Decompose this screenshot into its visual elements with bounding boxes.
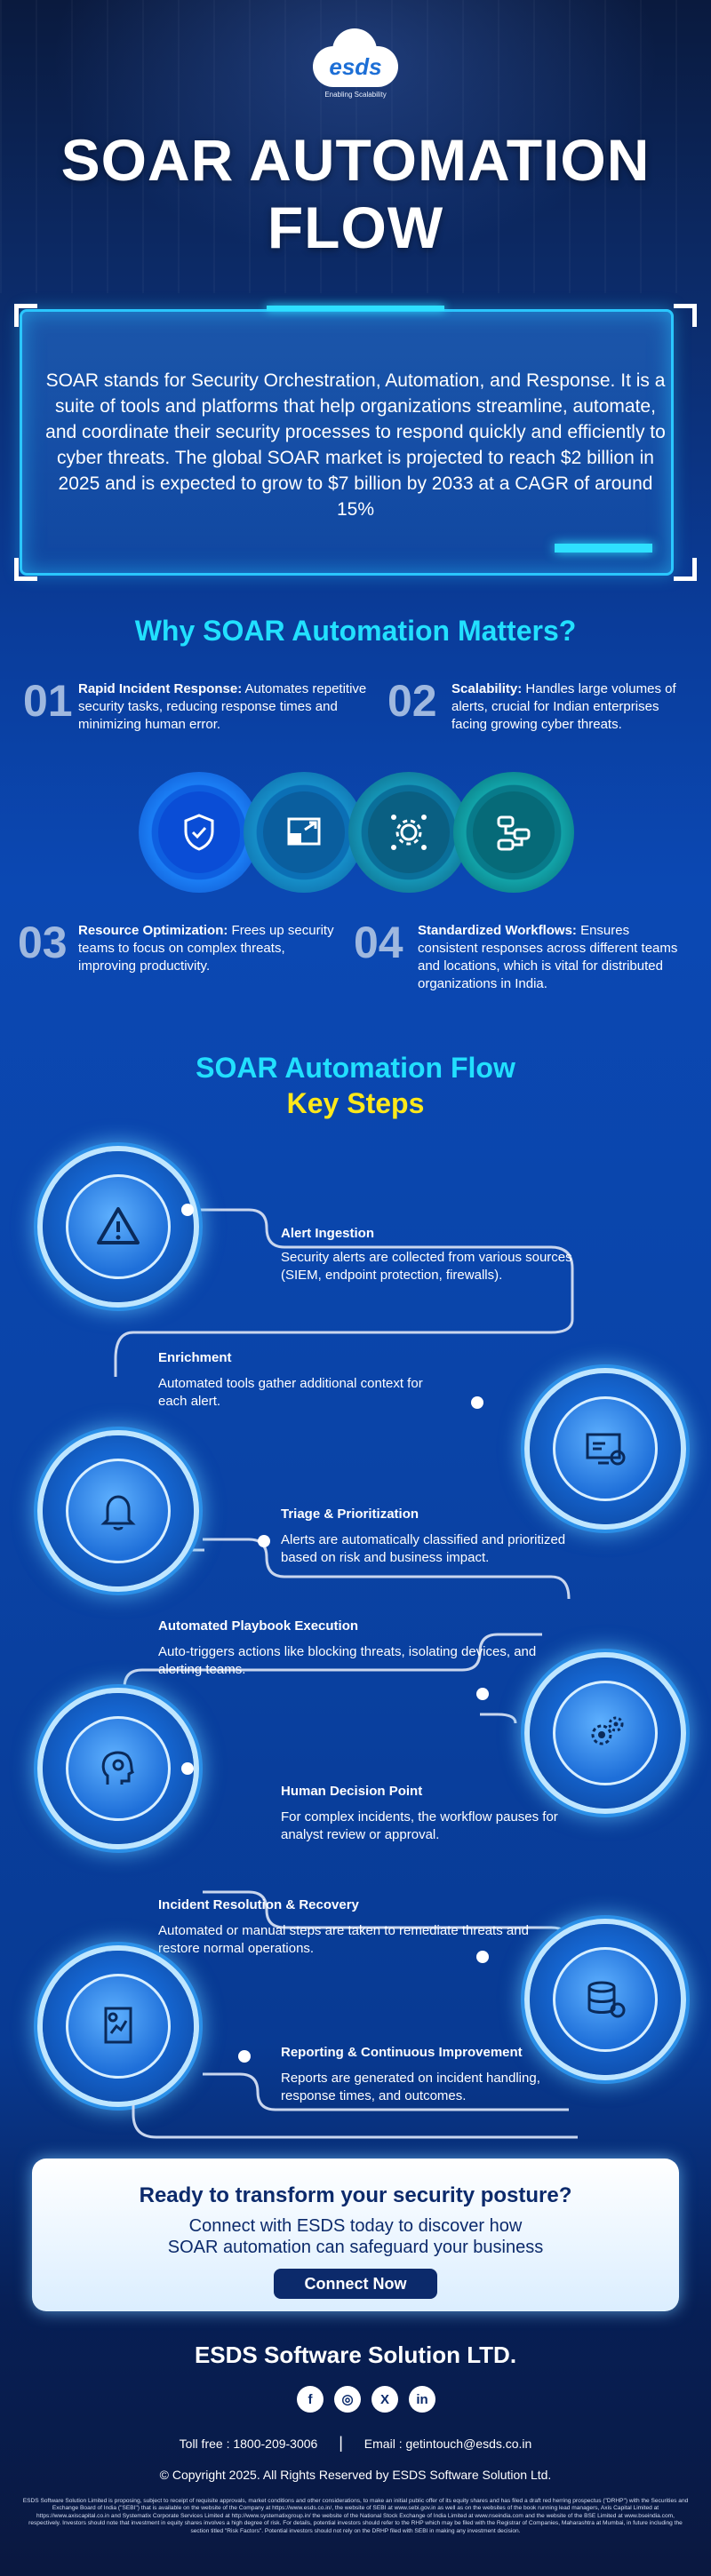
corner-decoration — [14, 558, 37, 581]
ring-resize — [244, 772, 364, 893]
title-line-2: FLOW — [267, 195, 444, 260]
step-node-triage — [43, 1435, 194, 1586]
step-node-human — [43, 1693, 194, 1844]
logo-tagline: Enabling Scalability — [324, 91, 387, 99]
page-title: SOAR AUTOMATION FLOW — [0, 126, 711, 261]
logo-text: esds — [329, 52, 382, 80]
connector-dot — [238, 2050, 251, 2063]
step-node-enrichment — [530, 1373, 681, 1524]
glow-bar — [555, 544, 652, 553]
resize-icon — [287, 817, 321, 846]
reason-number: 03 — [18, 918, 68, 967]
step-node-resolution — [530, 1924, 681, 2075]
database-gear-icon — [587, 1981, 626, 2018]
report-chart-icon — [104, 2007, 132, 2044]
separator: | — [339, 2434, 343, 2452]
monitor-gear-icon — [586, 1433, 626, 1466]
connector-dot — [476, 1688, 489, 1700]
step-desc: Auto-triggers actions like blocking thre… — [158, 1644, 537, 1677]
reason-01: Rapid Incident Response: Automates repet… — [78, 681, 367, 732]
cta-line-1: Connect with ESDS today to discover how — [188, 2216, 523, 2236]
step-desc: Security alerts are collected from vario… — [281, 1250, 572, 1283]
reason-02: Scalability: Handles large volumes of al… — [451, 681, 676, 732]
cta-line-2: SOAR automation can safeguard your busin… — [167, 2238, 544, 2257]
step-desc: Reports are generated on incident handli… — [281, 2071, 540, 2103]
step-node-reporting — [43, 1951, 194, 2102]
email-text[interactable]: Email : getintouch@esds.co.in — [363, 2437, 532, 2451]
facebook-icon[interactable]: f — [297, 2386, 324, 2413]
connector-dot — [258, 1535, 270, 1547]
step-node-alert — [43, 1151, 194, 1302]
workflow-icon — [497, 815, 531, 851]
corner-decoration — [14, 304, 37, 327]
glow-bar — [267, 306, 444, 311]
linkedin-icon[interactable]: in — [409, 2386, 435, 2413]
step-title: Triage & Prioritization — [281, 1507, 419, 1522]
company-name: ESDS Software Solution LTD. — [194, 2341, 517, 2368]
reason-04: Standardized Workflows: Ensures consiste… — [418, 923, 678, 991]
shield-check-icon — [184, 814, 214, 851]
contact-line: Toll free : 1800-209-3006 | Email : geti… — [0, 2434, 711, 2453]
step-desc: Alerts are automatically classified and … — [281, 1532, 566, 1565]
disclaimer-text: ESDS Software Solution Limited is propos… — [22, 2498, 689, 2534]
cta-text: Connect with ESDS today to discover how … — [32, 2215, 679, 2258]
ring-shield — [139, 772, 260, 893]
step-desc: Automated or manual steps are taken to r… — [158, 1923, 529, 1956]
reason-number: 02 — [387, 676, 437, 726]
intro-text: SOAR stands for Security Orchestration, … — [45, 370, 666, 520]
step-desc: For complex incidents, the workflow paus… — [281, 1809, 558, 1842]
flow-connector — [114, 1208, 574, 2111]
step-title: Reporting & Continuous Improvement — [281, 2045, 523, 2060]
head-gear-icon — [101, 1751, 135, 1785]
connector-dot — [476, 1951, 489, 1963]
copyright-text: © Copyright 2025. All Rights Reserved by… — [159, 2468, 552, 2482]
title-line-1: SOAR AUTOMATION — [60, 127, 651, 193]
corner-decoration — [674, 304, 697, 327]
corner-decoration — [674, 558, 697, 581]
why-heading: Why SOAR Automation Matters? — [134, 615, 577, 647]
connector-dot — [181, 1204, 194, 1216]
esds-logo[interactable]: esds Enabling Scalability — [308, 28, 403, 105]
step-desc: Automated tools gather additional contex… — [158, 1376, 423, 1409]
connector-dot — [181, 1762, 194, 1775]
ring-gear — [348, 772, 469, 893]
warning-icon — [97, 1207, 140, 1244]
reason-number: 01 — [23, 676, 73, 726]
flow-heading: SOAR Automation Flow — [196, 1052, 515, 1084]
reason-03: Resource Optimization: Frees up security… — [78, 923, 334, 974]
step-title: Automated Playbook Execution — [158, 1618, 359, 1634]
intro-box — [20, 309, 674, 576]
reason-number: 04 — [354, 918, 403, 967]
connect-now-button[interactable]: Connect Now — [274, 2269, 437, 2299]
step-title: Human Decision Point — [281, 1784, 423, 1799]
gears-icon — [591, 1716, 624, 1745]
connector-dot — [471, 1396, 483, 1409]
cloud-logo-icon: esds — [313, 28, 398, 87]
x-icon[interactable]: X — [371, 2386, 398, 2413]
step-node-playbook — [530, 1658, 681, 1809]
step-title: Alert Ingestion — [281, 1226, 375, 1241]
instagram-icon[interactable]: ◎ — [334, 2386, 361, 2413]
cta-title: Ready to transform your security posture… — [139, 2183, 572, 2207]
ring-workflow — [453, 772, 574, 893]
tollfree-text[interactable]: Toll free : 1800-209-3006 — [179, 2437, 318, 2451]
bell-icon — [100, 1495, 136, 1530]
step-title: Enrichment — [158, 1350, 232, 1365]
step-title: Incident Resolution & Recovery — [158, 1897, 359, 1912]
flow-subheading: Key Steps — [286, 1087, 425, 1119]
flow-connector-end — [132, 2105, 578, 2139]
gear-network-icon — [391, 815, 427, 850]
